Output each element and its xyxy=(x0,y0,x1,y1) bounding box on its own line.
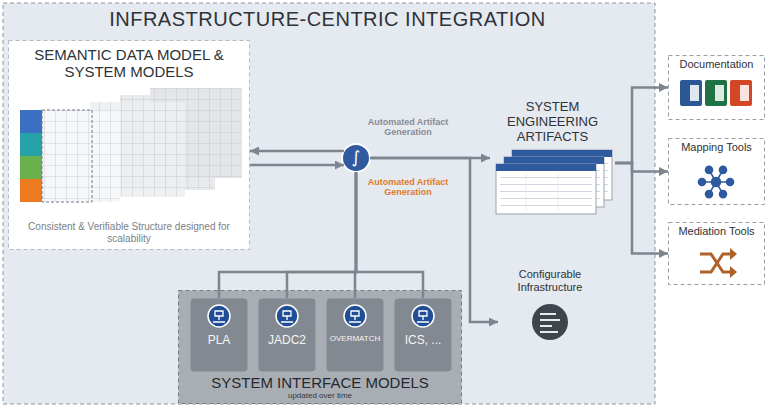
connector xyxy=(219,172,356,298)
node-title: Mapping Tools xyxy=(681,141,752,154)
edge-label: Automated Artifact Generation xyxy=(362,116,454,139)
diagram-title: INFRASTRUCTURE-CENTRIC INTEGRATION xyxy=(0,8,655,31)
infrastructure-node: Configurable Infrastructure xyxy=(498,266,602,346)
artifacts-node: SYSTEM ENGINEERING ARTIFACTS xyxy=(490,98,615,218)
connector xyxy=(250,150,344,153)
interface-model-box: OVERMATCH xyxy=(326,298,384,372)
node-title: Configurable Infrastructure xyxy=(500,268,600,293)
output-box-fill xyxy=(669,223,765,285)
node-title: SYSTEM INTERFACE MODELS xyxy=(211,374,429,391)
connector xyxy=(615,163,668,254)
node-title: ∫ xyxy=(352,148,361,168)
node-title: SEMANTIC DATA MODEL & SYSTEM MODELS xyxy=(16,46,242,81)
output-box: Documentation xyxy=(668,55,765,120)
interface-model-box: JADC2 xyxy=(258,298,316,372)
output-box-fill xyxy=(669,139,765,205)
node-subtitle: updated over time xyxy=(288,391,352,400)
integrator-circle: ∫ xyxy=(342,144,370,172)
interface-panel: SYSTEM INTERFACE MODELSupdated over time… xyxy=(178,290,462,404)
artifact-document-stack xyxy=(496,150,612,214)
network-icon xyxy=(699,166,734,197)
node-subtitle: Consistent & Verifiable Structure design… xyxy=(16,221,242,244)
integrator-circle-fill xyxy=(342,144,370,172)
integration-panel xyxy=(3,3,655,404)
office-file-icons xyxy=(680,80,752,106)
node-title: OVERMATCH xyxy=(330,334,381,343)
node-title: Documentation xyxy=(680,58,754,71)
connector xyxy=(250,164,344,167)
infrastructure-icon xyxy=(532,304,568,340)
data-model-illustration xyxy=(20,88,242,202)
output-box: Mapping Tools xyxy=(668,138,765,205)
model-box: SEMANTIC DATA MODEL & SYSTEM MODELS Consi… xyxy=(8,40,250,250)
interface-model-box: PLA xyxy=(190,298,248,372)
interface-model-box-fill xyxy=(259,299,316,372)
connector xyxy=(287,172,356,298)
interface-model-box-fill xyxy=(395,299,452,372)
node-fills xyxy=(9,41,765,404)
mediation-icon xyxy=(700,248,737,278)
interface-model-box: ICS, ... xyxy=(394,298,452,372)
connector xyxy=(615,163,668,172)
interface-model-box-fill xyxy=(327,299,384,372)
output-box-fill xyxy=(669,56,765,120)
output-box: Mediation Tools xyxy=(668,222,765,285)
connector xyxy=(615,88,668,164)
edge-label: Automated Artifact Generation xyxy=(362,176,454,199)
node-title: ICS, ... xyxy=(405,334,442,348)
node-title: PLA xyxy=(208,334,231,348)
interface-model-icons xyxy=(208,305,434,327)
interface-panel-fill xyxy=(179,291,462,404)
interface-model-box-fill xyxy=(191,299,248,372)
node-title: Mediation Tools xyxy=(678,225,754,238)
model-box-fill xyxy=(9,41,250,250)
node-title: JADC2 xyxy=(268,334,306,348)
node-title: SYSTEM ENGINEERING ARTIFACTS xyxy=(494,100,611,145)
